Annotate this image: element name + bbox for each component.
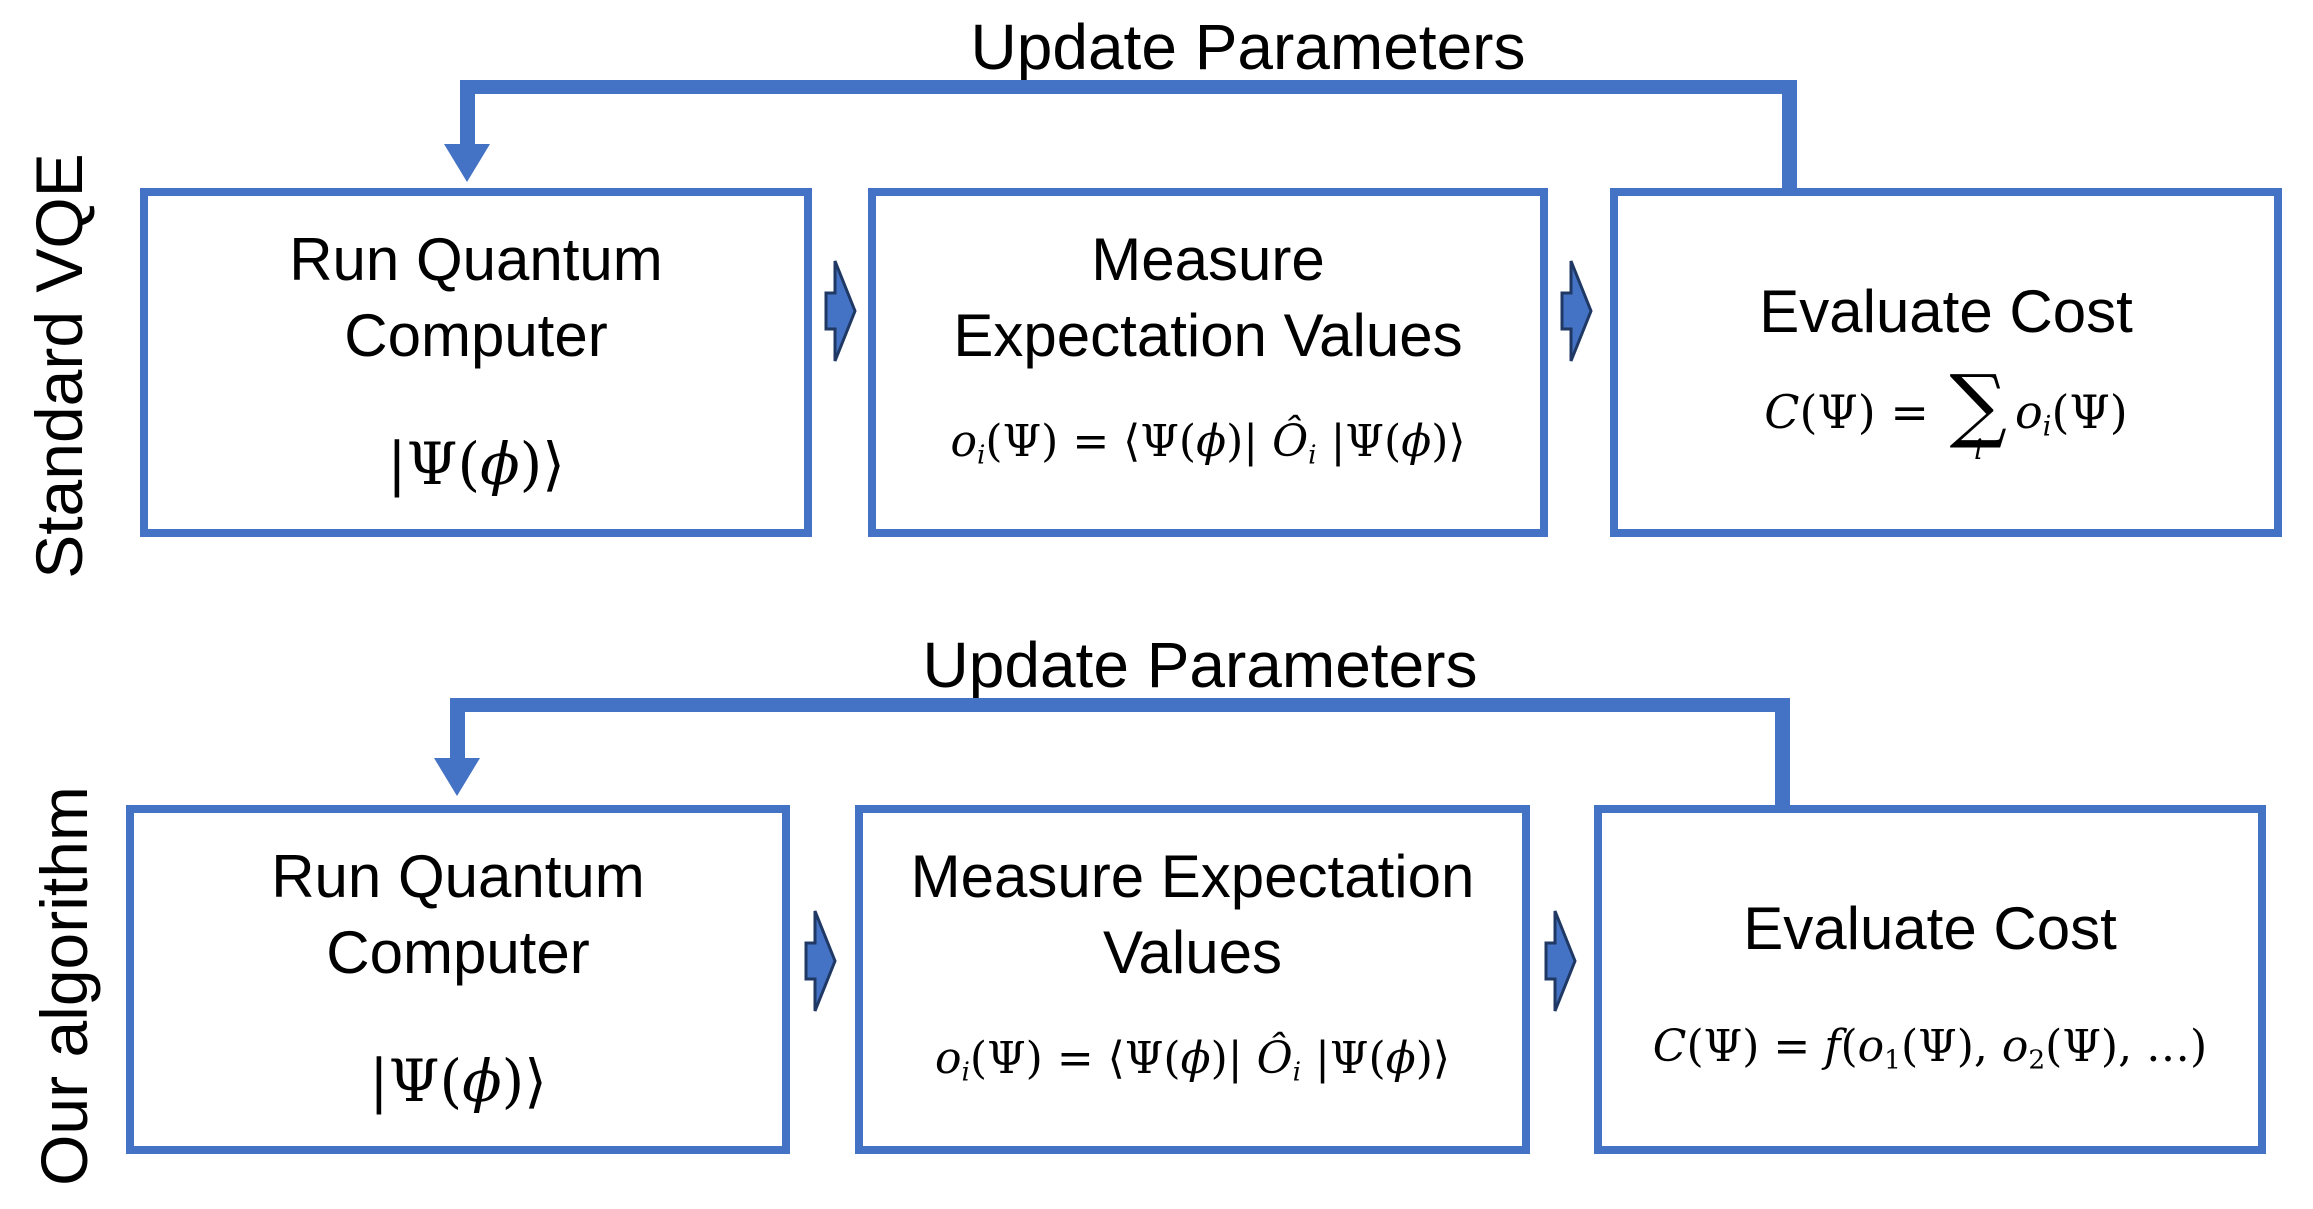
box-title-line: Expectation Values [953, 302, 1463, 369]
right-block-arrow-icon [1560, 260, 1593, 362]
box-title-line: Computer [326, 919, 590, 986]
update-parameters-label: Update Parameters [922, 629, 1478, 701]
feedback-line-horizontal [450, 698, 1790, 712]
box-title: Run Quantum Computer [289, 222, 663, 374]
row-label-standard-vqe: Standard VQE [22, 153, 96, 579]
feedback-line-right-stem [1782, 80, 1797, 196]
box-formula: oi(Ψ) = ⟨Ψ(ϕ)| Ôi |Ψ(ϕ)⟩ [950, 416, 1466, 471]
box-formula: oi(Ψ) = ⟨Ψ(ϕ)| Ôi |Ψ(ϕ)⟩ [934, 1033, 1451, 1088]
box-title-line: Evaluate Cost [1759, 278, 2133, 345]
feedback-line-right-stem [1775, 698, 1790, 813]
feedback-line-left-stem [450, 698, 465, 760]
feedback-line-left-stem [460, 80, 475, 146]
flow-box-evaluate-cost: Evaluate Cost C(Ψ) = f(o1(Ψ), o2(Ψ), …) [1594, 805, 2266, 1154]
box-title-line: Measure Expectation [910, 843, 1475, 910]
flow-box-run-quantum: Run Quantum Computer |Ψ(ϕ)⟩ [126, 805, 790, 1154]
flow-box-run-quantum: Run Quantum Computer |Ψ(ϕ)⟩ [140, 188, 812, 537]
box-title-line: Run Quantum [289, 226, 663, 293]
box-title: Measure Expectation Values [911, 839, 1475, 991]
down-arrow-icon [444, 144, 490, 182]
box-title-line: Values [1102, 919, 1282, 986]
box-title: Evaluate Cost [1743, 891, 2117, 967]
box-formula: |Ψ(ϕ)⟩ [369, 1047, 547, 1115]
flow-box-measure-expectation: Measure Expectation Values oi(Ψ) = ⟨Ψ(ϕ)… [868, 188, 1548, 537]
box-title-line: Measure [1091, 226, 1325, 293]
row-label-our-algorithm: Our algorithm [27, 786, 101, 1186]
box-formula: |Ψ(ϕ)⟩ [387, 430, 565, 498]
right-block-arrow-icon [1544, 910, 1577, 1012]
box-title: Evaluate Cost [1759, 274, 2133, 350]
flow-box-measure-expectation: Measure Expectation Values oi(Ψ) = ⟨Ψ(ϕ)… [855, 805, 1530, 1154]
feedback-line-horizontal [460, 80, 1797, 94]
update-parameters-label: Update Parameters [970, 11, 1526, 83]
box-title-line: Evaluate Cost [1743, 895, 2117, 962]
down-arrow-icon [434, 758, 480, 796]
box-formula: C(Ψ) = f(o1(Ψ), o2(Ψ), …) [1652, 1021, 2208, 1076]
box-title-line: Computer [344, 302, 608, 369]
box-title: Measure Expectation Values [953, 222, 1462, 374]
right-block-arrow-icon [804, 910, 837, 1012]
box-title-line: Run Quantum [271, 843, 645, 910]
right-block-arrow-icon [824, 260, 857, 362]
box-title: Run Quantum Computer [271, 839, 645, 991]
